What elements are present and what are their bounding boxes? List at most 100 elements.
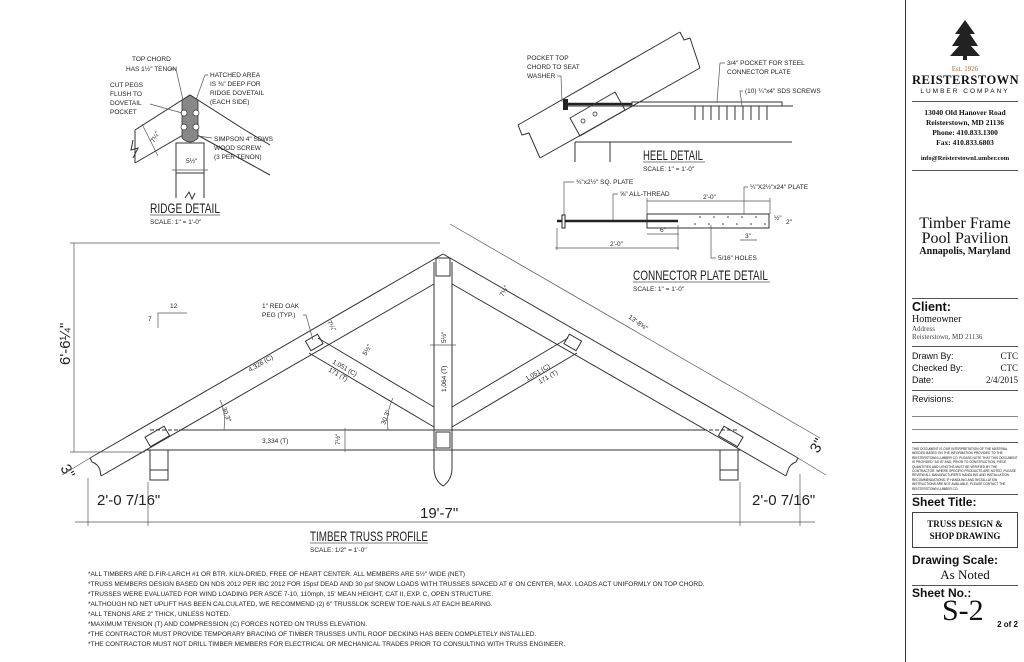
label: ⅝" ALL-THREAD <box>620 191 670 198</box>
address-line: 13040 Old Hanover Road <box>924 108 1006 117</box>
drawing-sheet: 5½" 7¼" TOP CHORD HAS 1½" TENON CUT PEGS… <box>57 31 829 648</box>
heel-detail-title: HEEL DETAIL <box>643 147 703 163</box>
left-rafter <box>89 253 444 477</box>
right-rafter <box>442 253 799 477</box>
heel-peg-plate <box>569 91 626 137</box>
king-post-width: 5½" <box>440 331 448 343</box>
heel-detail: POCKET TOP CHORD TO SEAT WASHER 3/4" POC… <box>517 31 821 173</box>
sheet-count: 2 of 2 <box>997 620 1018 630</box>
ridge-detail-title: RIDGE DETAIL <box>150 200 220 216</box>
tail-right-dim: 3" <box>807 436 829 456</box>
truss-profile-scale: SCALE: 1/2" = 1'-0" <box>310 547 367 554</box>
drawn-by: CTC <box>1000 351 1018 361</box>
ridge-rafter-dim: 7¼" <box>150 130 162 144</box>
sheet-title: SHOP DRAWING <box>929 531 1001 542</box>
address-line: Reisterstown, MD 21136 <box>925 118 1005 127</box>
date: 2/4/2015 <box>985 375 1018 385</box>
peg-icon <box>192 123 200 131</box>
logo-sub: LUMBER COMPANY <box>920 88 1010 95</box>
client-address: Address <box>912 325 935 333</box>
client-label: Client: <box>912 300 951 314</box>
pitch-rise: 7 <box>148 316 152 323</box>
peg-plate <box>717 425 744 448</box>
span-label: 19'-7" <box>420 505 458 522</box>
revisions-label: Revisions: <box>912 394 954 404</box>
label: TOP CHORD <box>132 56 171 63</box>
label: WASHER <box>527 73 556 80</box>
label: DOVETAIL <box>110 100 142 107</box>
client-name: Homeowner <box>912 314 962 325</box>
label: SIMPSON 4" SDWS <box>214 136 274 143</box>
label: FLUSH TO <box>110 91 142 98</box>
general-notes: *ALL TIMBERS ARE D.FIR-LARCH #1 OR BTR. … <box>88 570 705 648</box>
label: IS ⅜" DEEP FOR <box>210 81 261 88</box>
bottom-chord-force: 3,334 (T) <box>262 438 288 445</box>
pitch-symbol: 12 7 <box>148 303 187 328</box>
fax: Fax: 410.833.6803 <box>936 138 994 147</box>
sheet-title-label: Sheet Title: <box>912 495 977 510</box>
top-chord-force: 4,326 (C) <box>248 354 275 374</box>
peg-icon <box>180 123 188 131</box>
note: *THE CONTRACTOR MUST NOT DRILL TIMBER ME… <box>88 641 565 648</box>
square-plate <box>561 214 566 229</box>
email[interactable]: info@ReisterstownLumber.com <box>920 155 1010 162</box>
bottom-chord <box>145 429 741 451</box>
note: *TRUSSES WERE EVALUATED FOR WIND LOADING… <box>88 591 493 598</box>
label: CONNECTOR PLATE <box>727 69 791 76</box>
peg-plate <box>563 333 583 352</box>
dim-label: ½" <box>774 214 782 222</box>
drawing-scale: As Noted <box>940 567 990 583</box>
height-dim-label: 6'-6¼" <box>57 323 74 365</box>
sheet-title: TRUSS DESIGN & <box>927 519 1003 530</box>
left-post <box>149 449 169 481</box>
left-strut <box>308 337 435 428</box>
connector-plate-detail: 2'-0" 2'-0" 6" 3" ½" 2" ¾"x2½" SQ. PLATE… <box>555 178 809 293</box>
note: *MAXIMUM TENSION (T) AND COMPRESSION (C)… <box>88 621 367 628</box>
height-dimension: 6'-6¼" <box>57 242 440 453</box>
connector-plate-scale: SCALE: 1" = 1'-0" <box>633 286 685 293</box>
pine-tree-icon <box>950 20 980 60</box>
angle-left: 30.3° <box>220 406 233 423</box>
ridge-king-post <box>175 142 205 174</box>
pitch-run: 12 <box>170 303 178 310</box>
project-title: Pool Pavilion <box>921 230 1009 247</box>
king-post-force: 1,064 (T) <box>441 366 448 392</box>
date-label: Date: <box>912 375 934 385</box>
checked-by-label: Checked By: <box>912 363 964 373</box>
logo-name: REISTERSTOWN <box>912 73 1020 87</box>
dim-label: 2'-0" <box>703 194 717 201</box>
project-location: Annapolis, Maryland <box>919 246 1011 257</box>
right-strut <box>451 337 578 428</box>
chord-width: 7½" <box>334 433 342 445</box>
label: (3 PER TENON) <box>214 154 262 161</box>
ridge-post-dim: 5½" <box>186 157 198 165</box>
peg-icon <box>592 111 598 117</box>
rafter-length-label: 13'-8⅝" <box>627 314 650 333</box>
label: 5/16" HOLES <box>718 255 757 262</box>
label: WOOD SCREW <box>214 145 262 152</box>
connector-plate <box>631 101 783 107</box>
peg-icon <box>192 109 200 117</box>
ridge-detail: 5½" 7¼" TOP CHORD HAS 1½" TENON CUT PEGS… <box>110 56 274 226</box>
peg-label: PEG (TYP.) <box>262 312 295 319</box>
logo-est: Est. 1926 <box>951 65 979 73</box>
sheet-title-box: TRUSS DESIGN & SHOP DRAWING <box>912 512 1018 549</box>
sheet-number: S-2 <box>942 594 984 628</box>
disclaimer: THIS DOCUMENT IS OUR INTERPRETATION OF T… <box>912 447 1018 491</box>
drawn-by-label: Drawn By: <box>912 351 954 361</box>
peg-plate <box>144 425 171 448</box>
peg-icon <box>580 118 586 124</box>
label: ¼"X2½"x24" PLATE <box>750 183 809 191</box>
peg-plate <box>304 333 324 352</box>
rafter-width-right: 7¼" <box>499 284 511 298</box>
dim-label: 2" <box>786 219 793 226</box>
note: *ALL TIMBERS ARE D.FIR-LARCH #1 OR BTR. … <box>88 570 465 578</box>
dim-label: 2'-0" <box>610 241 624 248</box>
phone: Phone: 410.833.1300 <box>932 128 998 137</box>
right-post <box>719 449 739 481</box>
truss-profile: 12 7 1" RED OAK PEG (TYP.) 4,326 (C) 1,0… <box>57 223 829 554</box>
king-post <box>433 257 453 487</box>
washer-plate <box>563 99 568 110</box>
overhang-left-label: 2'-0 7/16" <box>97 492 160 509</box>
heel-detail-scale: SCALE: 1" = 1'-0" <box>643 166 695 173</box>
